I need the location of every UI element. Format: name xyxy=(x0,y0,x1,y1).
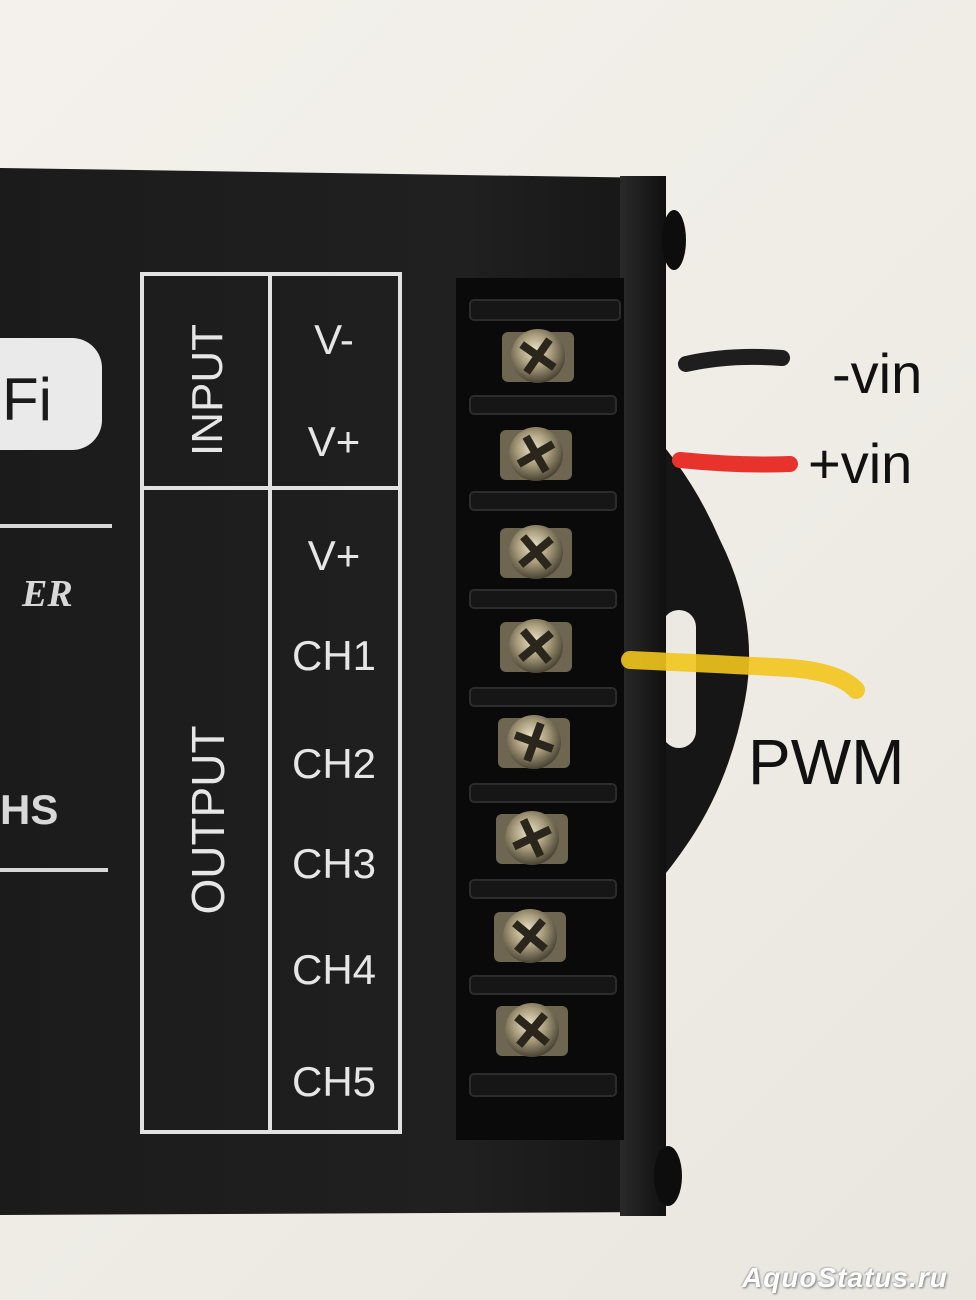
neg-vin-wire-stroke xyxy=(678,348,790,372)
divider-bottom xyxy=(0,868,108,872)
foot-top xyxy=(662,210,686,270)
terminal-screw xyxy=(502,329,574,383)
terminal-block-housing xyxy=(456,278,624,1140)
pos-vin-wire-stroke xyxy=(672,452,798,473)
watermark: AquoStatus.ru xyxy=(742,1262,948,1293)
device-side-edge xyxy=(620,176,666,1216)
pwm-wire-stroke xyxy=(621,651,865,699)
input-section-label: INPUT xyxy=(183,324,232,456)
terminal-screw xyxy=(500,619,572,673)
wifi-badge-text: Fi xyxy=(2,366,52,433)
divider-top xyxy=(0,524,112,528)
terminal-screw xyxy=(496,1003,568,1057)
terminal-labels: V- V+ V+ CH1 CH2 CH3 CH4 CH5 xyxy=(292,316,376,1105)
mounting-slot xyxy=(662,610,696,748)
terminal-screw xyxy=(498,715,570,769)
terminal-screw xyxy=(494,909,566,963)
terminal-label: CH3 xyxy=(292,840,376,887)
terminal-screw xyxy=(500,427,572,481)
terminal-label: V+ xyxy=(308,418,361,465)
pos-vin-label: +vin xyxy=(808,432,913,495)
model-fragment: HS xyxy=(0,786,58,833)
pwm-label: PWM xyxy=(748,726,905,798)
terminal-label: CH1 xyxy=(292,632,376,679)
foot-bottom xyxy=(654,1146,682,1206)
terminal-label-table xyxy=(140,272,402,1134)
terminal-label: CH4 xyxy=(292,946,376,993)
brand-fragment: ER xyxy=(21,573,73,615)
terminal-label: CH5 xyxy=(292,1058,376,1105)
terminal-screw xyxy=(496,811,568,865)
terminal-screws xyxy=(494,329,574,1057)
terminal-separators xyxy=(469,299,621,1097)
terminal-label: V- xyxy=(314,316,354,363)
wifi-badge xyxy=(0,338,102,450)
output-section-label: OUTPUT xyxy=(182,725,234,914)
terminal-screw xyxy=(500,525,572,579)
terminal-label: CH2 xyxy=(292,740,376,787)
neg-vin-label: -vin xyxy=(832,342,923,405)
terminal-label: V+ xyxy=(308,532,361,579)
